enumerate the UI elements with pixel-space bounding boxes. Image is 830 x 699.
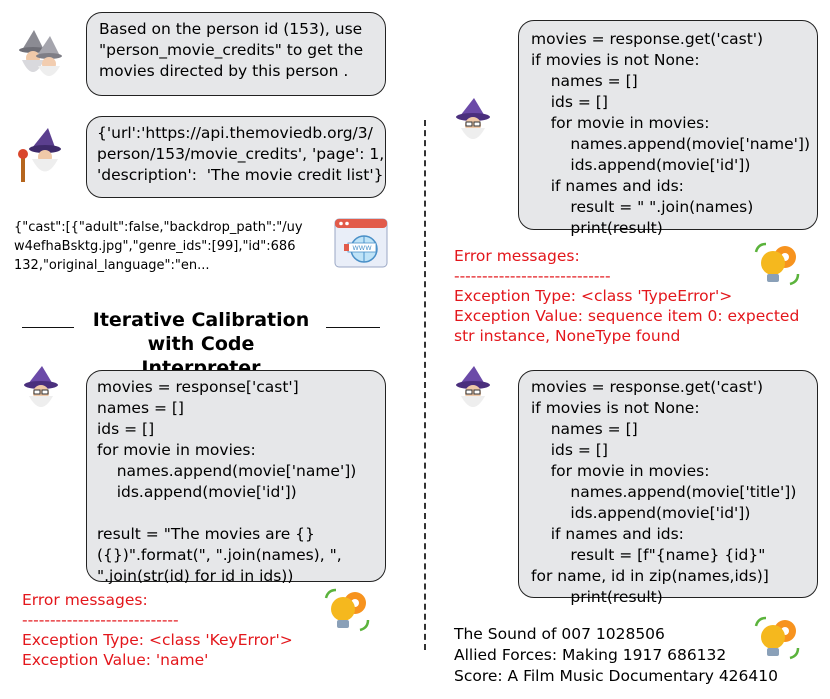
bubble-text-line: {'url':'https://api.themoviedb.org/3/ [97,124,373,142]
output-line: Allied Forces: Making 1917 686132 [454,646,727,664]
code-line: if names and ids: [531,177,684,195]
code-line: names.append(movie['title']) [531,483,797,501]
code-line: names.append(movie['name']) [531,135,811,153]
code-bubble-3: movies = response.get('cast') if movies … [518,370,818,606]
lightbulb-gear-icon [754,616,800,660]
code-line: print(result) [531,588,663,606]
code-line: result = "The movies are {} [97,525,315,543]
code-line: names.append(movie['name']) [97,462,357,480]
code-line: result = " ".join(names) [531,198,754,216]
code-line: for movie in movies: [97,441,256,459]
code-line: for movie in movies: [531,114,710,132]
browser-globe-icon: WWW [334,218,388,268]
wizard-pair-icon [19,30,62,76]
error-value: Exception Value: sequence item 0: expect… [454,307,800,325]
error-block-1: Error messages: ------------------------… [22,590,293,670]
prompt-bubble: Based on the person id (153), use "perso… [86,12,386,96]
wizard-icon [456,366,490,407]
code-line: names = [] [531,72,638,90]
code-line: names = [] [97,399,184,417]
section-title-line1: Iterative Calibration [92,309,310,331]
code-line: print(result) [531,219,663,237]
code-line: ids.append(movie['id']) [531,504,751,522]
code-line: ({})".format(", ".join(names), ", [97,546,342,564]
bubble-text-line: person/153/movie_credits', 'page': 1, [97,145,385,163]
error-value: str instance, NoneType found [454,327,681,345]
wizard-icon [18,128,61,182]
error-value: Exception Value: 'name' [22,651,209,669]
error-heading: Error messages: [22,591,148,609]
code-line: ids.append(movie['id']) [531,156,751,174]
code-line: movies = response.get('cast') [531,30,764,48]
output-line: Score: A Film Music Documentary 426410 [454,667,778,685]
bubble-text-line: Based on the person id (153), use [99,20,363,38]
bubble-text-line: movies directed by this person . [99,62,349,80]
code-line: ids = [] [531,93,608,111]
bubble-text-line: "person_movie_credits" to get the [99,41,364,59]
code-line: ".join(str(id) for id in ids)) [97,567,294,585]
code-line: movies = response['cast'] [97,378,299,396]
code-line: if movies is not None: [531,51,700,69]
api-call-bubble: {'url':'https://api.themoviedb.org/3/ pe… [86,116,386,198]
final-output: The Sound of 007 1028506 Allied Forces: … [454,624,778,687]
code-line: if names and ids: [531,525,684,543]
code-bubble-2: movies = response.get('cast') if movies … [518,20,818,237]
response-line: 132,"original_language":"en... [14,258,210,273]
error-block-2: Error messages: ------------------------… [454,246,799,346]
code-line: if movies is not None: [531,399,700,417]
code-line [97,503,385,524]
error-heading: Error messages: [454,247,580,265]
code-line: movies = response.get('cast') [531,378,764,396]
error-type: Exception Type: <class 'KeyError'> [22,631,293,649]
code-line: ids = [] [531,441,608,459]
title-rule-left [22,327,74,328]
code-line: ids = [] [97,420,155,438]
lightbulb-gear-icon [324,588,370,632]
api-response-text: {"cast":[{"adult":false,"backdrop_path":… [14,218,303,275]
error-divider: ---------------------------- [454,267,611,285]
column-divider [424,120,426,650]
response-line: w4efhaBsktg.jpg","genre_ids":[99],"id":6… [14,239,296,254]
error-type: Exception Type: <class 'TypeError'> [454,287,733,305]
code-line: for name, id in zip(names,ids)] [531,567,769,585]
code-bubble-1: movies = response['cast'] names = [] ids… [86,370,386,585]
svg-text:WWW: WWW [352,244,372,252]
code-line: ids.append(movie['id']) [97,483,297,501]
response-line: {"cast":[{"adult":false,"backdrop_path":… [14,220,303,235]
section-title: Iterative Calibration with Code Interpre… [86,308,316,380]
title-rule-right [326,327,380,328]
lightbulb-gear-icon [754,242,800,286]
code-line: names = [] [531,420,638,438]
code-line: result = [f"{name} {id}" [531,546,766,564]
error-divider: ---------------------------- [22,611,179,629]
wizard-icon [24,366,58,407]
bubble-text-line: 'description': 'The movie credit list'} [97,166,384,184]
wizard-icon [456,98,490,139]
output-line: The Sound of 007 1028506 [454,625,665,643]
code-line: for movie in movies: [531,462,710,480]
